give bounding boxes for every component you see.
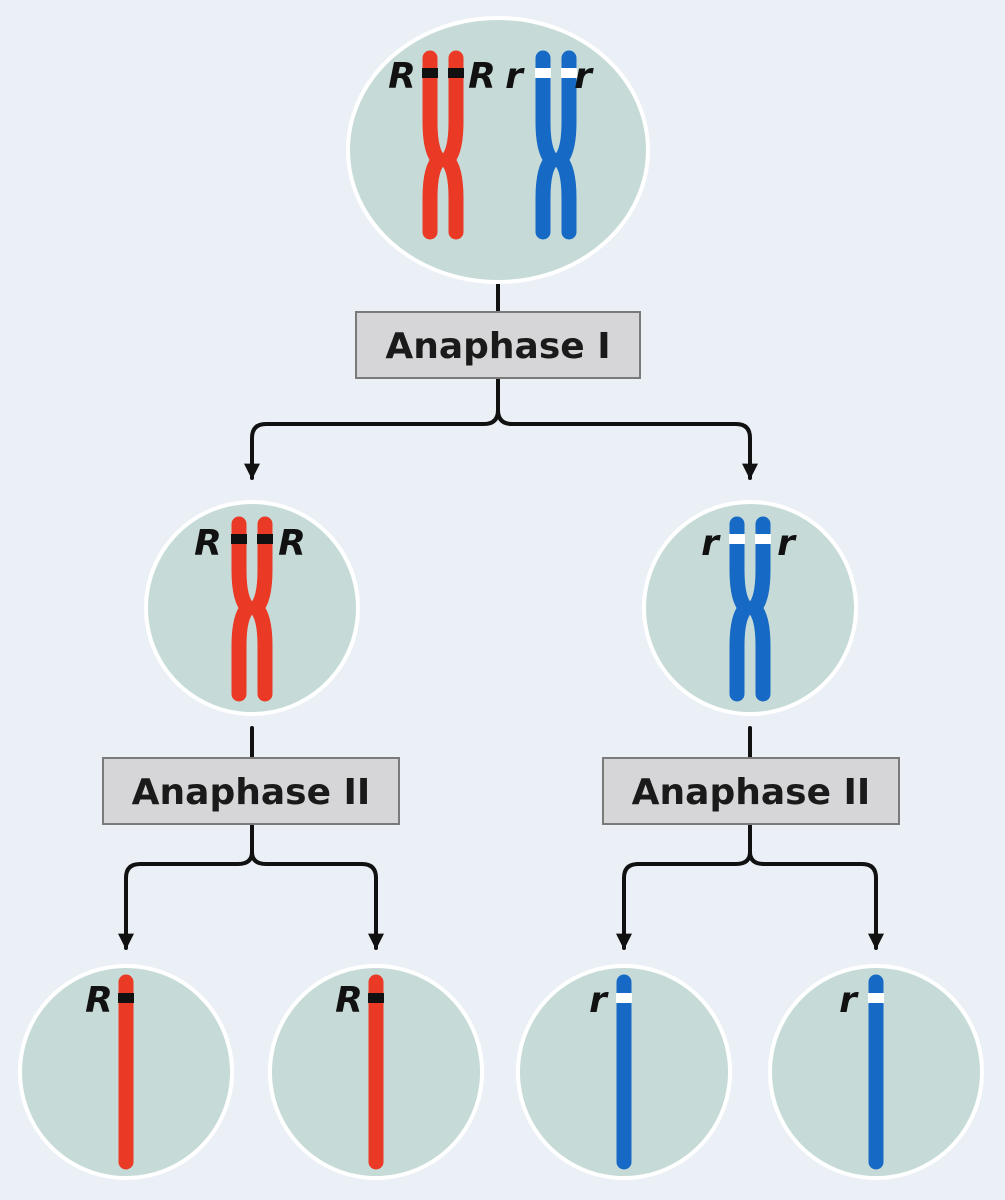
- chromatid-arm: [244, 516, 273, 702]
- dominant-chromosome-pair: [422, 50, 464, 240]
- stage-box-anaphase-ii-right: Anaphase II: [602, 757, 900, 825]
- parent-allele-4: r: [574, 56, 594, 97]
- chromatid-arm: [742, 516, 771, 702]
- daughter-right-allele-2: r: [777, 523, 797, 564]
- parent-allele-3: r: [505, 56, 525, 97]
- connector-right-anaphase-ii-split-b: [748, 850, 884, 950]
- gamete-1-allele: R: [85, 980, 113, 1021]
- chromatid-arm: [435, 50, 464, 240]
- dominant-chromatid: [118, 974, 134, 1170]
- connector-left-anaphase-ii-split-b: [250, 850, 384, 950]
- connector-lines: [118, 280, 884, 950]
- gene-locus-marker: [868, 993, 884, 1003]
- gene-locus-marker: [729, 534, 745, 544]
- daughter-left-allele-2: R: [278, 523, 306, 564]
- gamete-cell-2: R: [268, 964, 484, 1180]
- centromere: [871, 1064, 881, 1080]
- chromatid-arm: [548, 50, 577, 240]
- recessive-chromatid: [868, 974, 884, 1170]
- dominant-chromosome-pair: [231, 516, 273, 702]
- gene-locus-marker: [535, 68, 551, 78]
- connector-left-anaphase-ii-split-a: [118, 822, 254, 950]
- daughter-cell-right: r r: [642, 500, 858, 716]
- recessive-chromosome-pair: [729, 516, 771, 702]
- gamete-cell-4: r: [768, 964, 984, 1180]
- connector-right-anaphase-ii-split-a: [616, 822, 752, 950]
- centromere: [121, 1064, 131, 1080]
- parent-allele-2: R: [468, 56, 496, 97]
- stage-box-anaphase-i: Anaphase I: [355, 311, 641, 379]
- gamete-4-allele: r: [839, 980, 859, 1021]
- gene-locus-marker: [422, 68, 438, 78]
- gene-locus-marker: [231, 534, 247, 544]
- recessive-chromatid: [616, 974, 632, 1170]
- gene-locus-marker: [616, 993, 632, 1003]
- centromere: [619, 1064, 629, 1080]
- recessive-chromosome-pair: [535, 50, 577, 240]
- dominant-chromatid: [368, 974, 384, 1170]
- parent-allele-1: R: [388, 56, 416, 97]
- gene-locus-marker: [368, 993, 384, 1003]
- gene-locus-marker: [755, 534, 771, 544]
- daughter-right-allele-1: r: [701, 523, 721, 564]
- gamete-2-allele: R: [335, 980, 363, 1021]
- stage-label-anaphase-ii-right: Anaphase II: [632, 772, 871, 813]
- daughter-left-allele-1: R: [194, 523, 222, 564]
- gene-locus-marker: [118, 993, 134, 1003]
- gene-locus-marker: [561, 68, 577, 78]
- stage-label-anaphase-ii-left: Anaphase II: [132, 772, 371, 813]
- gamete-3-allele: r: [589, 980, 609, 1021]
- connector-anaphase-i-split: [244, 376, 500, 480]
- gamete-cell-1: R: [18, 964, 234, 1180]
- gene-locus-marker: [448, 68, 464, 78]
- daughter-cell-left: R R: [144, 500, 360, 716]
- connector-anaphase-i-split-right: [496, 408, 758, 480]
- parent-cell: R R r r: [346, 16, 650, 284]
- gamete-cell-3: r: [516, 964, 732, 1180]
- stage-label-anaphase-i: Anaphase I: [385, 326, 610, 367]
- gene-locus-marker: [257, 534, 273, 544]
- stage-box-anaphase-ii-left: Anaphase II: [102, 757, 400, 825]
- centromere: [371, 1064, 381, 1080]
